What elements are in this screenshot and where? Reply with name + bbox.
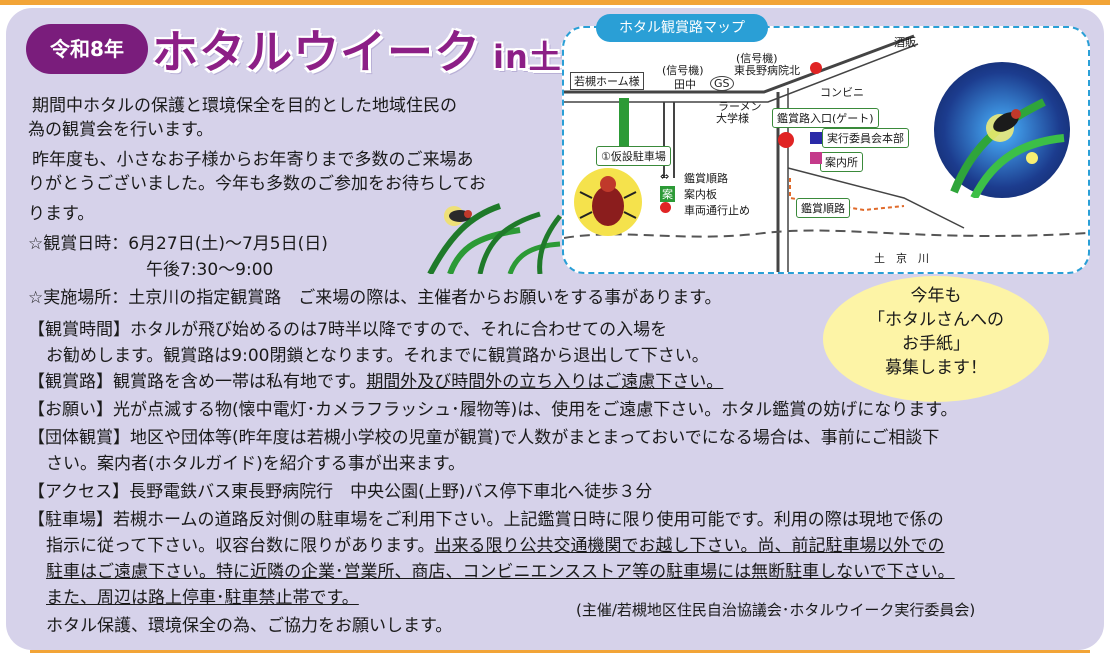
- note-parking-2a: 指示に従って下さい。収容台数に限りがあります。: [46, 536, 435, 556]
- firefly-night-illustration: [934, 62, 1070, 200]
- note-parking-1: 【駐車場】若槻ホームの道路反対側の駐車場をご利用下さい。上記鑑賞日時に限り使用可…: [28, 510, 944, 530]
- map-label-parking: ①仮設駐車場: [596, 146, 671, 166]
- note-parking-4: また、周辺は路上停車･駐車禁止帯です。: [46, 588, 359, 608]
- note-parking-3: 駐車はご遠慮下さい。特に近隣の企業･営業所、商店、コンビニエンスストア等の駐車場…: [46, 562, 955, 582]
- map-label-wakatsuki-home: 若槻ホーム様: [570, 72, 644, 90]
- map-label-daigaku: 大学様: [716, 112, 749, 125]
- note-parking-2: 指示に従って下さい。収容台数に限りがあります。出来る限り公共交通機関でお越し下さ…: [46, 534, 944, 558]
- schedule-place: ☆実施場所：土京川の指定観賞路 ご来場の際は、主催者からお願いをする事があります…: [28, 288, 722, 308]
- map-label-hospital-north: 東長野病院北: [734, 64, 800, 77]
- note-parking-2b: 出来る限り公共交通機関でお越し下さい。尚、前記駐車場以外での: [434, 536, 945, 556]
- schedule-date: ☆観賞日時：6月27日(土)～7月5日(日): [28, 234, 328, 254]
- firefly-route-map: 若槻ホーム様 (信号機) 田中 GS (信号機) 東長野病院北 酒販 コンビニ …: [562, 26, 1090, 274]
- map-label-sake: 酒販: [894, 36, 916, 49]
- bottom-accent-line: [30, 650, 1090, 653]
- map-label-signal-2: (信号機): [736, 52, 778, 65]
- note-time-2: お勧めします。観賞路は9:00閉鎖となります。それまでに観賞路から退出して下さい…: [46, 346, 709, 366]
- note-request: 【お願い】光が点滅する物(懐中電灯･カメラフラッシュ･履物等)は、使用をご遠慮下…: [28, 400, 958, 420]
- map-label-signal-1: (信号機): [662, 64, 704, 77]
- map-label-route: 鑑賞順路: [796, 198, 850, 218]
- firefly-icon: [444, 206, 472, 226]
- legend-stop: 車両通行止め: [684, 204, 750, 217]
- legend-arrow-icon: ⇔: [660, 170, 670, 183]
- bubble-line-2: 「ホタルさんへの: [868, 310, 1004, 330]
- intro-line-1: 期間中ホタルの保護と環境保全を目的とした地域住民の: [32, 96, 457, 116]
- map-label-gs: GS: [710, 76, 734, 91]
- firefly-icon: [579, 176, 637, 226]
- map-label-convenience: コンビニ: [820, 86, 864, 99]
- top-accent-line: [0, 0, 1110, 5]
- stop-sign-icon: [778, 132, 794, 148]
- map-label-hq: 実行委員会本部: [822, 128, 909, 148]
- note-access: 【アクセス】長野電鉄バス東長野病院行 中央公園(上野)バス停下車北へ徒歩３分: [28, 482, 653, 502]
- stop-sign-icon: [810, 62, 822, 74]
- intro-line-5: ります。: [28, 204, 95, 224]
- map-label-tanaka: 田中: [674, 78, 696, 91]
- firefly-illustration: [574, 168, 642, 236]
- grass-icon: [427, 203, 562, 274]
- bubble-line-4: 募集します！: [885, 358, 987, 378]
- map-label-entrance: 鑑賞路入口(ゲート): [772, 108, 879, 128]
- hq-marker: [810, 132, 822, 144]
- legend-info: 案内板: [684, 188, 717, 201]
- firefly-icon: [950, 98, 1065, 200]
- note-route-b: 期間外及び時間外の立ち入りはご遠慮下さい。: [366, 372, 724, 392]
- legend-route: 鑑賞順路: [684, 172, 728, 185]
- year-badge: 令和8年: [26, 24, 148, 74]
- stop-sign-icon: [660, 202, 671, 213]
- note-time-1: 【観賞時間】ホタルが飛び始めるのは7時半以降ですので、それに合わせての入場を: [28, 320, 668, 340]
- letter-campaign-bubble: 今年も 「ホタルさんへの お手紙」 募集します！: [823, 276, 1049, 402]
- map-title: ホタル観賞路マップ: [596, 14, 768, 42]
- map-label-info: 案内所: [820, 152, 863, 172]
- note-route: 【観賞路】観賞路を含め一帯は私有地です。期間外及び時間外の立ち入りはご遠慮下さい…: [28, 370, 723, 394]
- note-group-2: さい。案内者(ホタルガイド)を紹介する事が出来ます。: [46, 454, 466, 474]
- info-marker: [810, 152, 822, 164]
- intro-line-4: りがとうございました。今年も多数のご参加をお待ちしてお: [28, 174, 486, 194]
- bubble-line-1: 今年も: [910, 286, 962, 306]
- intro-line-3: 昨年度も、小さなお子様からお年寄りまで多数のご来場あ: [32, 150, 474, 170]
- schedule-time: 午後7:30～9:00: [146, 260, 274, 280]
- note-group-1: 【団体観賞】地区や団体等(昨年度は若槻小学校の児童が観賞)で人数がまとまっておい…: [28, 428, 940, 448]
- title-text: ホタルウイーク: [152, 25, 481, 79]
- note-route-a: 【観賞路】観賞路を含め一帯は私有地です。: [28, 372, 367, 392]
- map-label-river: 土 京 川: [874, 252, 929, 265]
- bubble-line-3: お手紙」: [902, 334, 970, 354]
- intro-line-2: 為の観賞会を行います。: [28, 120, 214, 140]
- info-board-icon: 案: [660, 186, 675, 202]
- closing-message: ホタル保護、環境保全の為、ご協力をお願いします。: [46, 616, 453, 636]
- firefly-grass-illustration: [427, 203, 562, 274]
- map-label-ramen: ラーメン: [718, 100, 762, 113]
- organizer-credit: (主催/若槻地区住民自治協議会･ホタルウイーク実行委員会): [576, 601, 976, 619]
